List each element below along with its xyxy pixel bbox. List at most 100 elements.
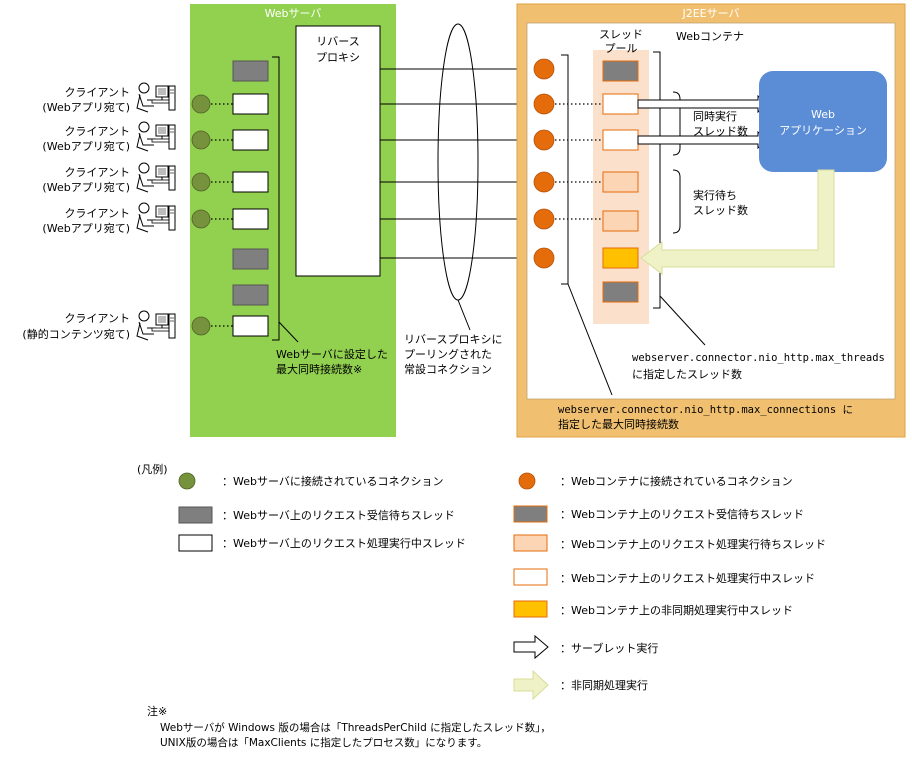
legend-right-label: ：非同期処理実行 [560, 678, 648, 692]
max-connections-label-2: 指定した最大同時接続数 [558, 417, 679, 431]
legend-gray-rect-orange [513, 505, 548, 523]
legend-left-label: ：Webサーバ上のリクエスト処理実行中スレッド [222, 536, 466, 550]
container-thread-async [602, 247, 639, 269]
legend-gray-rect [178, 506, 213, 524]
web-max-connection-bracket [272, 56, 280, 341]
client-name: クライアント [64, 86, 130, 99]
footnote-title: 注※ [147, 704, 167, 718]
max-threads-label-2: に指定したスレッド数 [632, 367, 742, 381]
web-connection [191, 209, 211, 229]
web-max-connection-label-1: Webサーバに設定した [276, 347, 388, 361]
web-connection [191, 316, 211, 336]
container-connection [533, 58, 555, 80]
web-thread-running [232, 93, 269, 115]
max-connections-label-1: webserver.connector.nio_http.max_connect… [558, 404, 853, 416]
concurrent-threads-label-1: 同時実行 [693, 109, 737, 123]
legend-right-label: ：Webコンテナ上のリクエスト受信待ちスレッド [560, 507, 804, 521]
legend-yellow-arrow [513, 669, 549, 701]
container-thread-links [555, 103, 603, 220]
waiting-threads-label-1: 実行待ち [693, 188, 737, 202]
concurrent-threads-label-2: スレッド数 [693, 125, 748, 138]
waiting-threads-label-2: スレッド数 [693, 204, 748, 217]
j2ee-server-title: J2EEサーバ [681, 7, 739, 20]
pooled-connection-label-2: プーリングされた [404, 347, 492, 361]
client-target: (Webアプリ宛て) [42, 221, 130, 235]
legend-peach-rect [513, 534, 548, 552]
legend-title: (凡例) [137, 462, 168, 476]
legend-left-label: ：Webサーバに接続されているコネクション [222, 474, 444, 488]
legend-white-rect-orange [513, 568, 548, 586]
web-thread-running [232, 208, 269, 230]
legend-left-label: ：Webサーバ上のリクエスト受信待ちスレッド [222, 508, 455, 522]
legend-right-label: ：Webコンテナ上の非同期処理実行中スレッド [560, 603, 793, 617]
waiting-threads-bracket [672, 169, 681, 234]
footnote-line-1: Webサーバが Windows 版の場合は「ThreadsPerChild に指… [160, 721, 551, 734]
web-server-title: Webサーバ [265, 7, 322, 20]
container-thread-waiting [602, 60, 639, 82]
reverse-proxy-label-1: リバース [316, 35, 359, 48]
web-thread-waiting [232, 60, 269, 82]
pooled-connection-lines [380, 68, 535, 259]
footnote: 注※ Webサーバが Windows 版の場合は「ThreadsPerChild… [147, 704, 551, 749]
container-connection [533, 247, 555, 269]
container-thread-pending [602, 171, 639, 193]
web-application-label-1: Web [811, 108, 835, 121]
client-target: (Webアプリ宛て) [42, 139, 130, 153]
web-connection [191, 130, 211, 150]
legend: (凡例) ：Webサーバに接続されているコネクション ：Webサーバ上のリクエス… [137, 462, 826, 701]
client-4: クライアント (Webアプリ宛て) [42, 202, 176, 235]
client-name: クライアント [64, 125, 130, 138]
web-container-title: Webコンテナ [676, 30, 744, 43]
client-5: クライアント (静的コンテンツ宛て) [22, 310, 176, 341]
web-thread-running [232, 129, 269, 151]
client-target: (静的コンテンツ宛て) [22, 327, 130, 341]
footnote-line-2: UNIX版の場合は「MaxClients に指定したプロセス数」になります。 [160, 736, 487, 749]
client-2: クライアント (Webアプリ宛て) [42, 121, 176, 153]
thread-pool-label-1: スレッド [599, 28, 643, 41]
legend-white-rect [178, 534, 213, 552]
client-target: (Webアプリ宛て) [42, 100, 130, 114]
client-3: クライアント (Webアプリ宛て) [42, 162, 176, 194]
container-thread-running [602, 129, 639, 151]
thread-pool-label-2: プール [605, 42, 638, 55]
legend-white-arrow [513, 634, 549, 660]
container-thread-pending [602, 210, 639, 232]
pooled-connection-ellipse [437, 23, 479, 301]
legend-orange-circle [518, 472, 536, 490]
legend-right-label: ：Webコンテナ上のリクエスト処理実行待ちスレッド [560, 537, 826, 551]
client-1: クライアント (Webアプリ宛て) [42, 82, 176, 114]
web-application-label-2: アプリケーション [779, 124, 867, 137]
client-name: クライアント [64, 166, 130, 179]
pooled-connection-label-3: 常設コネクション [404, 362, 492, 376]
max-threads-bracket [653, 51, 661, 309]
container-connection [533, 171, 555, 193]
web-thread-waiting [232, 284, 269, 306]
container-thread-waiting [602, 281, 639, 303]
container-connection [533, 129, 555, 151]
container-connection [533, 208, 555, 230]
web-thread-running [232, 171, 269, 193]
web-application-box [759, 71, 887, 172]
legend-right-label: ：サーブレット実行 [560, 641, 658, 655]
legend-green-circle [178, 472, 196, 490]
client-target: (Webアプリ宛て) [42, 180, 130, 194]
container-thread-running [602, 93, 639, 115]
concurrent-threads-bracket [672, 91, 681, 156]
max-connections-bracket [561, 54, 569, 285]
legend-gold-rect [513, 600, 548, 618]
container-connection [533, 93, 555, 115]
web-thread-running [232, 315, 269, 337]
legend-right-label: ：Webコンテナに接続されているコネクション [560, 474, 793, 488]
max-threads-label-1: webserver.connector.nio_http.max_threads [632, 352, 885, 364]
web-connection [191, 94, 211, 114]
pooled-connection-label-1: リバースプロキシに [404, 333, 502, 346]
client-name: クライアント [64, 207, 130, 220]
async-execution-arrow [640, 169, 835, 276]
reverse-proxy-box [295, 25, 381, 277]
reverse-proxy-label-2: プロキシ [316, 51, 360, 64]
web-max-connection-label-2: 最大同時接続数※ [276, 362, 362, 376]
web-connection [191, 172, 211, 192]
client-name: クライアント [64, 312, 130, 325]
web-thread-waiting [232, 248, 269, 270]
